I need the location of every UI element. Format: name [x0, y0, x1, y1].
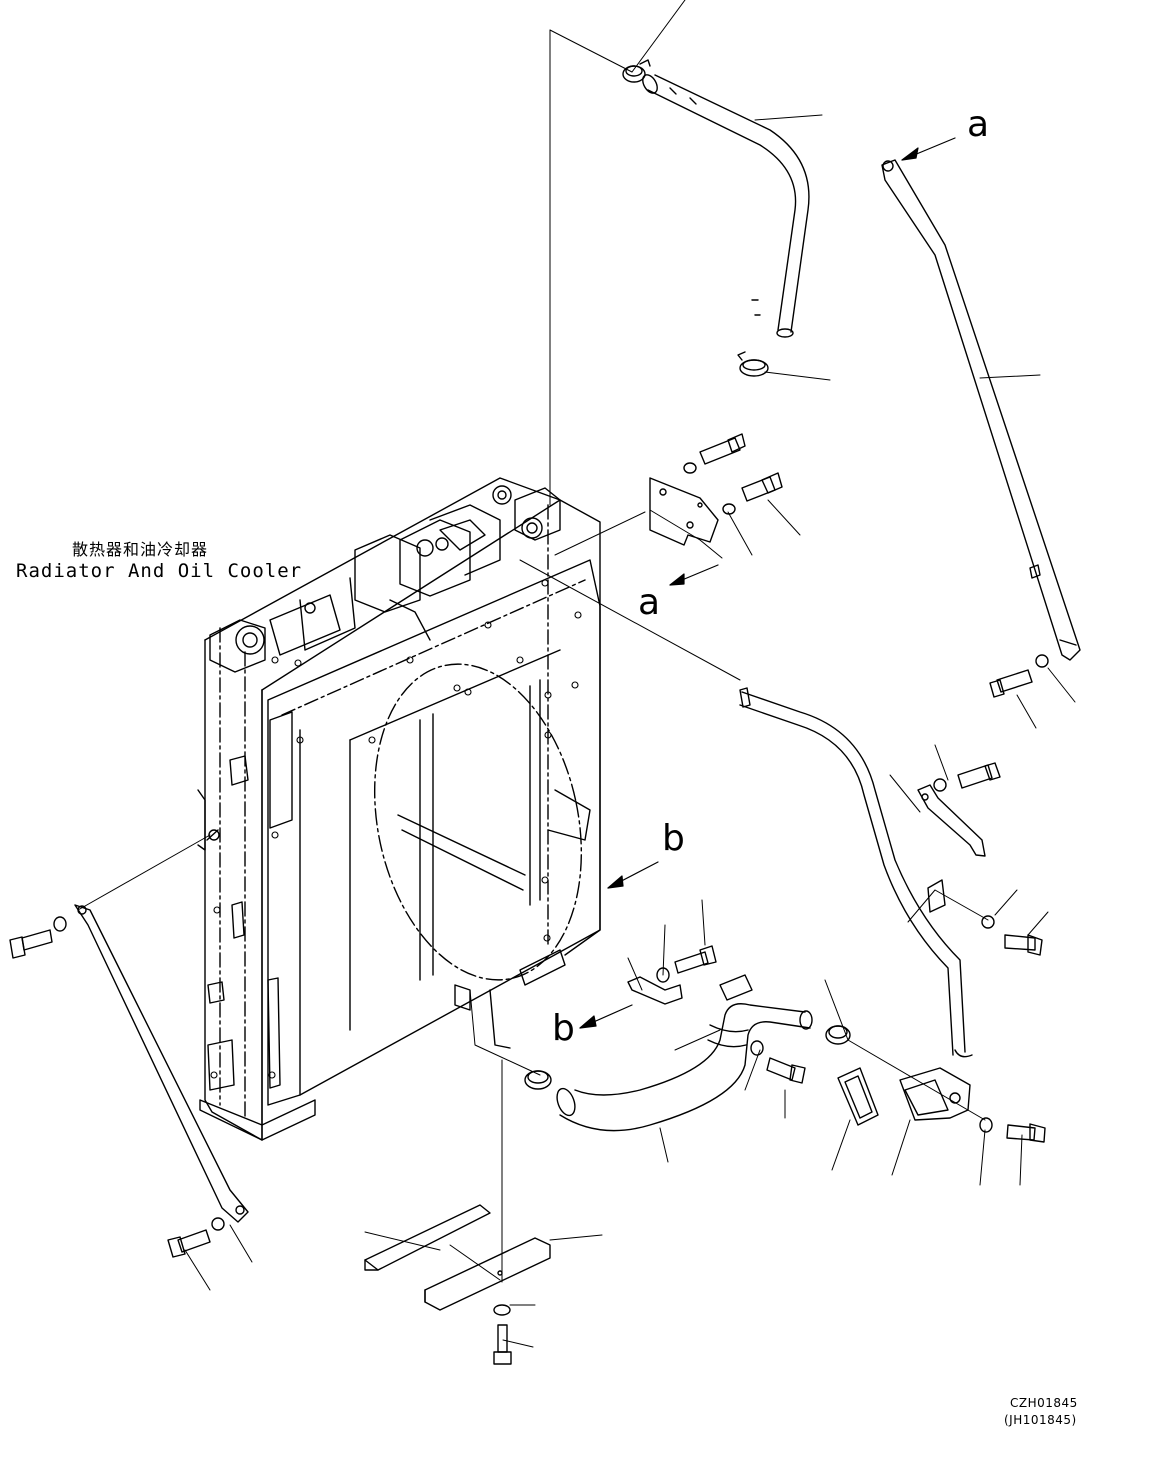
bolt-left-lower: [167, 1217, 225, 1258]
bracket-mid-right: [917, 778, 986, 857]
bracket-lower: [627, 976, 683, 1005]
hose-clamp-upper-lower: [737, 351, 769, 377]
radiator-assembly: [197, 477, 601, 1141]
bolt-lower-right-small: [750, 1040, 806, 1084]
stay-rod-right: [881, 159, 1081, 661]
title-chinese: 散热器和油冷却器: [72, 540, 209, 559]
hose-clamp-lower-right: [825, 1025, 851, 1045]
bolt-upper-2: [722, 472, 783, 515]
upper-hose: [642, 74, 810, 338]
drawing-subcode: (JH101845): [1004, 1413, 1077, 1427]
bolt-bottom: [493, 1324, 512, 1365]
overflow-tube: [739, 687, 973, 1058]
ref-label-a-top: a: [967, 104, 990, 145]
hose-clamp-top: [622, 59, 651, 83]
ref-label-b-left: b: [552, 1008, 575, 1049]
hose-clamp-lower-left: [524, 1070, 552, 1090]
reference-arrows: [579, 137, 956, 1029]
bolt-flange: [979, 1117, 1046, 1143]
washer-bottom: [493, 1304, 511, 1316]
lower-hose: [556, 974, 813, 1132]
bolt-right-upper: [989, 654, 1049, 698]
leader-lines: [77, 0, 1076, 1348]
ref-label-a-mid: a: [638, 582, 661, 623]
bolt-lower-mid: [656, 945, 717, 983]
ref-label-b-right: b: [662, 818, 685, 859]
mounting-plate: [649, 477, 719, 546]
bolt-right-lower: [981, 915, 1043, 956]
stay-rod-left: [74, 904, 249, 1223]
gasket: [837, 1067, 879, 1126]
bolt-left-upper: [9, 916, 67, 959]
bolt-right-mid: [957, 762, 1001, 789]
bottom-cover-plate: [424, 1237, 551, 1311]
bolt-upper-1: [683, 433, 746, 474]
bottom-rail: [364, 1204, 491, 1271]
water-flange: [899, 1067, 971, 1121]
drawing-code: CZH01845: [1010, 1396, 1078, 1410]
title-english: Radiator And Oil Cooler: [16, 560, 303, 582]
